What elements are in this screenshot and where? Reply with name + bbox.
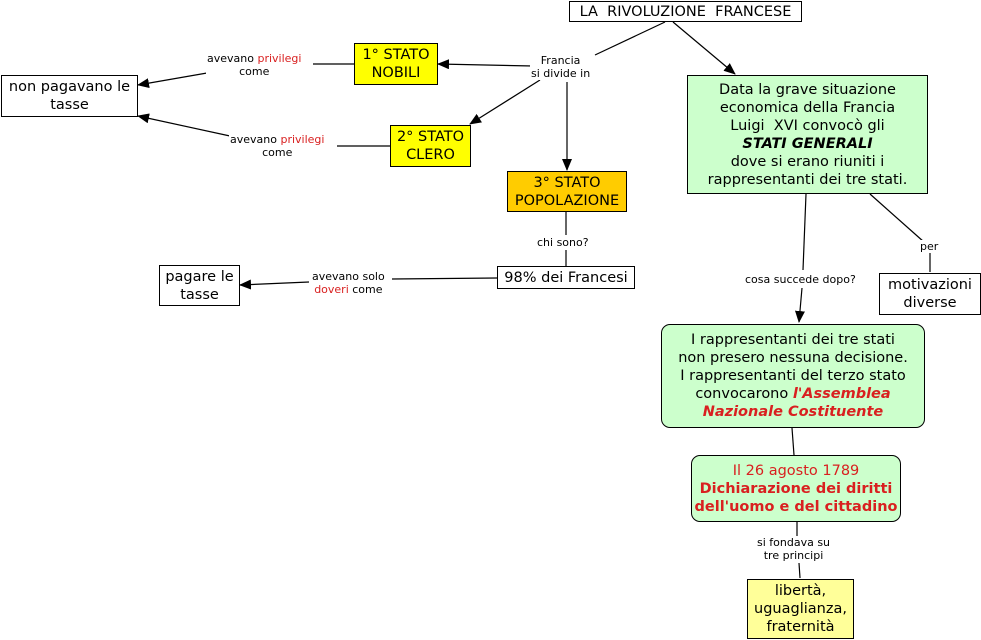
label-text: come: [239, 65, 270, 78]
label-text: tre principi: [763, 549, 824, 562]
node-terzo-stato[interactable]: 3° STATO POPOLAZIONE: [507, 171, 627, 212]
label-emphasis: privilegi: [280, 133, 325, 146]
link-doveri-pagare: [239, 279, 310, 290]
link-assemblea-dichiarazione: [791, 427, 795, 456]
link-label-chi-sono: chi sono?: [536, 236, 590, 249]
node-text: 1° STATO: [362, 47, 430, 63]
label-text: come: [348, 283, 383, 296]
node-primo-stato[interactable]: 1° STATO NOBILI: [354, 43, 438, 85]
node-motivazioni[interactable]: motivazioni diverse: [879, 273, 981, 315]
node-text: libertà,: [774, 583, 827, 599]
node-emphasis: l'Assemblea: [792, 386, 891, 402]
node-emphasis: STATI GENERALI: [742, 135, 873, 152]
node-non-pagavano[interactable]: non pagavano le tasse: [1, 75, 138, 117]
node-text: POPOLAZIONE: [514, 192, 620, 209]
label-text: per: [920, 240, 939, 253]
node-text: motivazioni: [888, 277, 972, 293]
link-title-stati-generali: [672, 21, 736, 75]
link-label-si-fondava: si fondava su tre principi: [756, 536, 832, 562]
label-emphasis: doveri: [314, 283, 349, 296]
link-label-doveri: avevano solo doveri come: [311, 270, 386, 296]
node-text: pagare le: [165, 268, 234, 285]
node-text: 3° STATO: [533, 174, 601, 191]
node-text-line: convocarono l'Assemblea: [695, 385, 890, 403]
label-text: si fondava su: [757, 536, 831, 549]
link-statigenerali-per: [869, 193, 925, 243]
link-label-cosa-succede: cosa succede dopo?: [744, 273, 857, 286]
node-pagare-tasse[interactable]: pagare le tasse: [159, 265, 240, 306]
label-text: Francia: [540, 54, 581, 67]
label-text: cosa succede dopo?: [745, 273, 856, 286]
node-text: convocarono: [695, 386, 793, 402]
link-sifondava-principi: [798, 562, 801, 579]
node-text: NOBILI: [371, 65, 421, 81]
node-text: Luigi XVI convocò gli: [730, 117, 885, 134]
node-text: 2° STATO: [396, 129, 465, 145]
node-text: tasse: [50, 97, 89, 113]
link-label-privilegi-1: avevano privilegi come: [206, 52, 303, 78]
link-francia-stato2: [469, 79, 541, 125]
label-text: avevano solo: [312, 270, 385, 283]
node-date: Il 26 agosto 1789: [732, 462, 860, 479]
label-text: avevano: [207, 52, 258, 65]
node-text: non presero nessuna decisione.: [678, 350, 908, 366]
node-stati-generali[interactable]: Data la grave situazione economica della…: [687, 75, 928, 194]
link-francesi-doveri: [391, 277, 498, 280]
node-principi[interactable]: libertà, uguaglianza, fraternità: [747, 579, 854, 639]
node-text: uguaglianza,: [754, 601, 847, 617]
link-privilegi-nonpagavano-1: [137, 72, 208, 89]
node-text: tasse: [180, 286, 219, 303]
node-text: diverse: [903, 295, 957, 311]
node-text: I rappresentanti dei tre stati: [691, 332, 895, 348]
label-emphasis: privilegi: [257, 52, 302, 65]
link-cosasuccede-assemblea: [794, 287, 805, 323]
label-text: come: [262, 146, 293, 159]
link-title-francia: [594, 21, 666, 56]
link-label-privilegi-2: avevano privilegi come: [229, 133, 326, 159]
node-emphasis: Dichiarazione dei diritti: [699, 480, 893, 497]
node-text: economica della Francia: [719, 99, 896, 116]
node-secondo-stato[interactable]: 2° STATO CLERO: [390, 125, 471, 167]
node-text: I rappresentanti del terzo stato: [680, 368, 906, 384]
title-node[interactable]: LA RIVOLUZIONE FRANCESE: [569, 1, 802, 22]
label-text: avevano: [230, 133, 281, 146]
node-assemblea[interactable]: I rappresentanti dei tre stati non prese…: [661, 324, 925, 428]
node-text: Data la grave situazione: [719, 81, 896, 98]
link-label-per: per: [919, 240, 940, 253]
node-emphasis: Nazionale Costituente: [702, 404, 884, 420]
node-text: fraternità: [766, 619, 835, 635]
node-text: 98% dei Francesi: [504, 269, 628, 286]
label-text: chi sono?: [537, 236, 589, 249]
link-privilegi-nonpagavano-2: [137, 113, 231, 137]
link-statigenerali-cosasuccede: [802, 193, 807, 271]
label-text: si divide in: [531, 67, 591, 80]
node-text: rappresentanti dei tre stati.: [707, 171, 908, 188]
node-text: non pagavano le: [8, 79, 131, 95]
link-francia-stato1: [437, 59, 534, 70]
node-text: dove si erano riuniti i: [730, 153, 885, 170]
node-emphasis: dell'uomo e del cittadino: [694, 498, 898, 515]
link-label-francia: Francia si divide in: [530, 54, 592, 80]
node-francesi[interactable]: 98% dei Francesi: [497, 266, 635, 289]
node-text: CLERO: [406, 147, 455, 163]
title-text: LA RIVOLUZIONE FRANCESE: [579, 3, 792, 20]
node-dichiarazione[interactable]: Il 26 agosto 1789 Dichiarazione dei diri…: [691, 455, 901, 522]
